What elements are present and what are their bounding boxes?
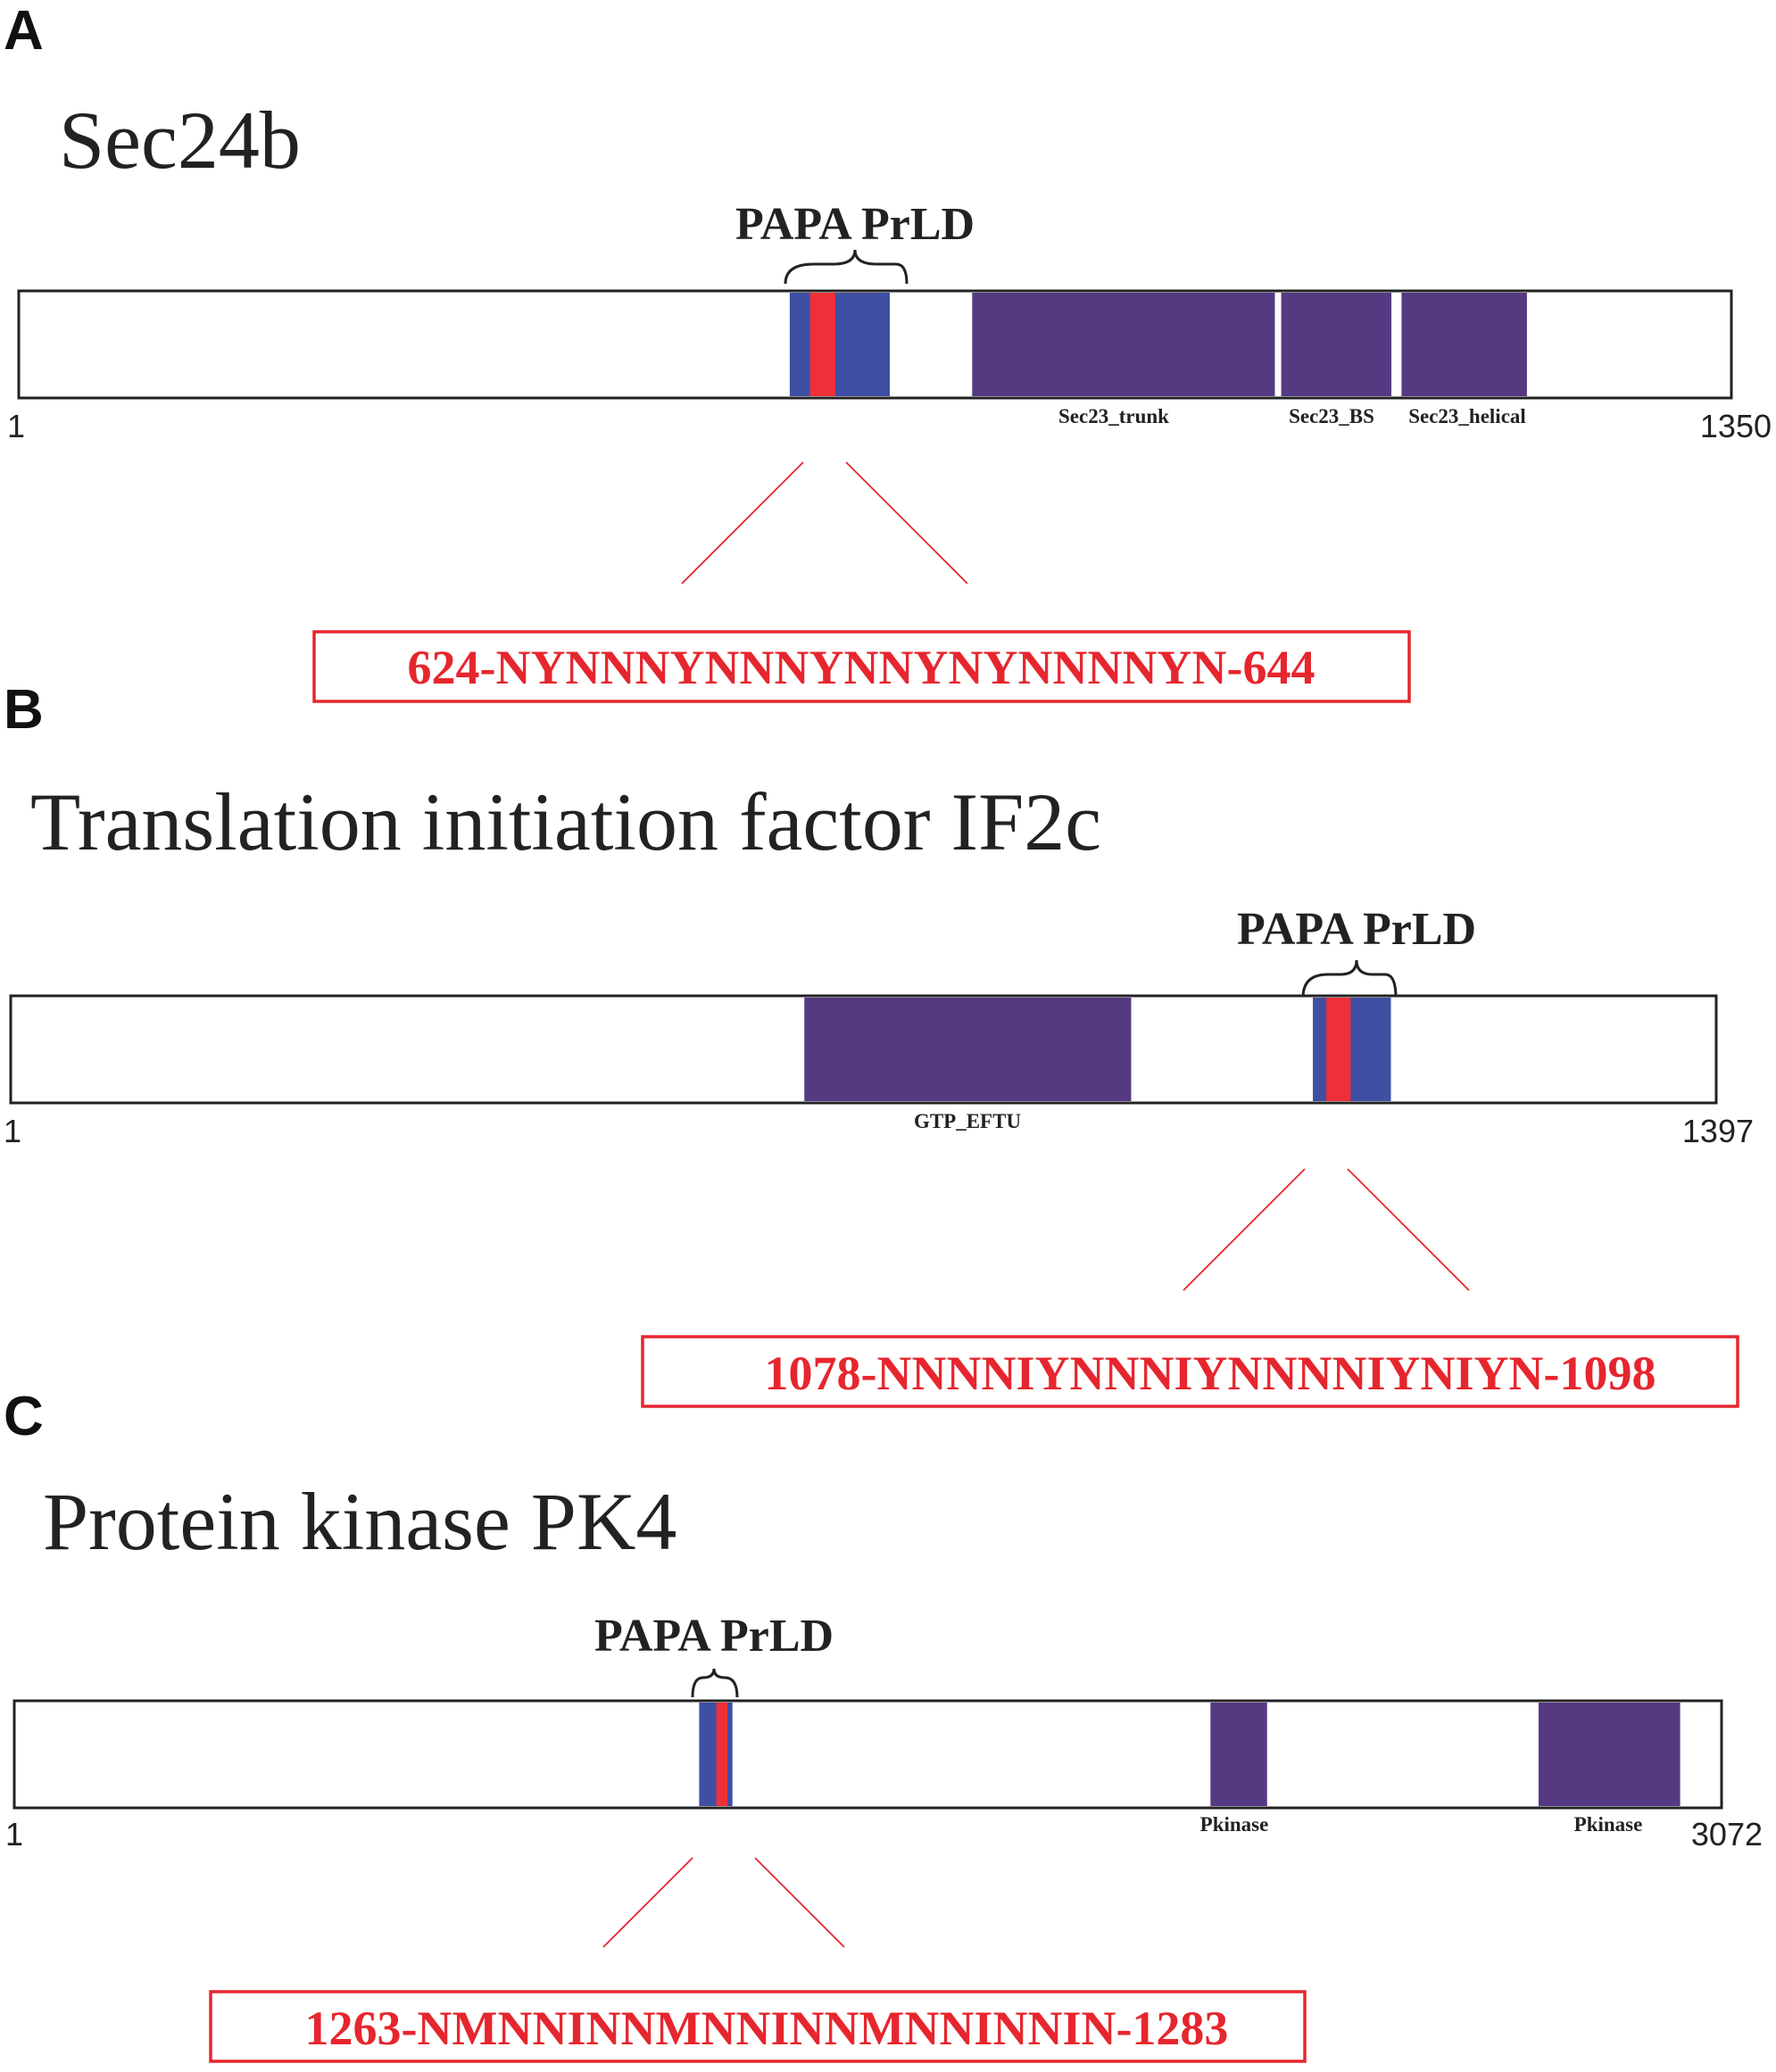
prld-label-c: PAPA PrLD: [594, 1611, 834, 1662]
domain-label-sec23-bs: Sec23_BS: [1289, 405, 1374, 427]
domain-gtp-eftu: [804, 998, 1132, 1101]
sequence-text-c: 1263-NMNNINNMNNINNMNNINNIN-1283: [305, 2002, 1229, 2055]
panel-letter-c: C: [4, 1386, 44, 1447]
sequence-text-a: 624-NYNNNYNNNYNNYNYNNNNYN-644: [408, 641, 1315, 694]
prld-brace-b: [1301, 959, 1398, 999]
end-label-a: 1350: [1700, 408, 1772, 444]
zoom-line-right-a: [845, 461, 968, 584]
prld-brace-a: [784, 249, 909, 285]
protein-title-b: Translation initiation factor IF2c: [30, 776, 1101, 867]
prld-core-a: [809, 293, 836, 396]
prld-region-a: [789, 293, 891, 396]
sequence-box-b: [641, 1335, 1739, 1408]
sequence-box-a: [312, 630, 1411, 703]
domain-label-gtp-eftu: GTP_EFTU: [914, 1110, 1022, 1132]
end-label-b: 1397: [1682, 1113, 1754, 1149]
prld-core-b: [1326, 998, 1351, 1101]
panel-b: B Translation initiation factor IF2c PAP…: [4, 679, 1754, 1408]
prld-region-b: [1313, 998, 1391, 1101]
zoom-line-left-a: [681, 461, 804, 584]
protein-title-c: Protein kinase PK4: [43, 1476, 676, 1567]
domain-pkinase-2: [1538, 1703, 1681, 1806]
protein-title-a: Sec24b: [59, 95, 301, 186]
domain-pkinase-1: [1210, 1703, 1267, 1806]
domain-label-sec23-helical: Sec23_helical: [1408, 405, 1526, 427]
zoom-line-right-b: [1347, 1168, 1470, 1291]
prld-label-a: PAPA PrLD: [735, 199, 975, 250]
sequence-text-b: 1078-NNNNIYNNNIYNNNNIYNIYN-1098: [765, 1347, 1656, 1400]
domain-label-pkinase-1: Pkinase: [1200, 1813, 1269, 1836]
panel-letter-b: B: [4, 679, 44, 741]
start-label-b: 1: [4, 1113, 21, 1149]
domain-label-sec23-trunk: Sec23_trunk: [1058, 405, 1169, 427]
panel-c: C Protein kinase PK4 PAPA PrLD Pkinase P…: [4, 1386, 1763, 2063]
panel-a: A Sec24b PAPA PrLD Sec23_trunk Sec23_BS …: [4, 0, 1772, 703]
start-label-a: 1: [7, 408, 25, 444]
panel-letter-a: A: [4, 0, 44, 62]
sequence-box-c: [209, 1990, 1307, 2063]
protein-bar-c: [12, 1699, 1723, 1810]
domain-sec23-bs: [1281, 293, 1392, 396]
zoom-line-right-c: [754, 1857, 845, 1948]
prld-label-b: PAPA PrLD: [1237, 904, 1476, 955]
zoom-line-left-c: [602, 1857, 693, 1948]
prld-core-c: [716, 1703, 728, 1806]
end-label-c: 3072: [1691, 1816, 1763, 1852]
domain-sec23-trunk: [972, 293, 1275, 396]
start-label-c: 1: [5, 1816, 23, 1852]
prld-brace-c: [691, 1668, 739, 1698]
zoom-line-left-b: [1183, 1168, 1306, 1291]
domain-label-pkinase-2: Pkinase: [1574, 1813, 1643, 1836]
domain-sec23-helical: [1401, 293, 1527, 396]
